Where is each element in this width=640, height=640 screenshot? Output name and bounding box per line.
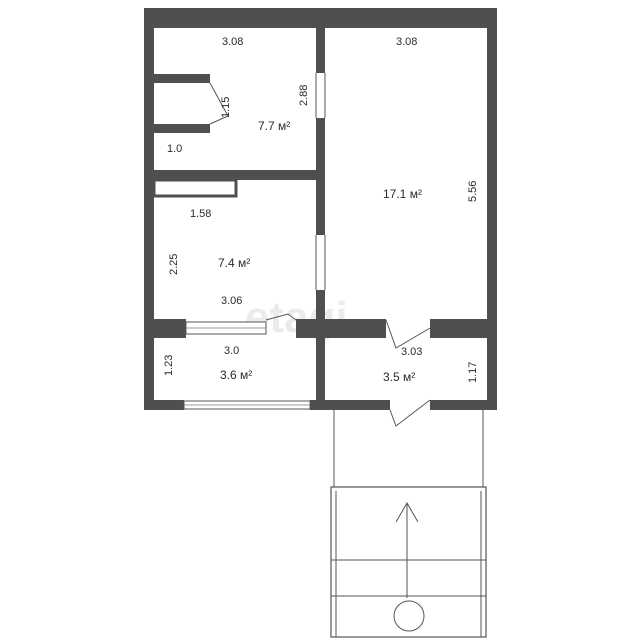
door-entrance xyxy=(389,399,431,427)
area-bottom-left: 3.6 м² xyxy=(220,368,252,382)
wall-right xyxy=(487,8,497,410)
interior-walls xyxy=(152,28,487,410)
wall-center-bottom xyxy=(316,340,325,410)
openings xyxy=(183,73,431,427)
dim-top-left-width: 3.08 xyxy=(222,36,243,48)
wall-horizontal-upper xyxy=(154,170,316,180)
wall-left xyxy=(144,8,154,410)
porch xyxy=(330,410,487,638)
area-middle-left: 7.4 м² xyxy=(218,256,250,270)
room-bottom-left: 3.0 1.23 3.6 м² xyxy=(163,345,252,382)
arrow-head-icon xyxy=(395,502,419,523)
wall-horizontal-lower-b xyxy=(296,319,386,338)
door-middle-left xyxy=(265,313,297,321)
area-large: 17.1 м² xyxy=(383,187,422,201)
stairs-start-circle xyxy=(393,600,425,632)
wall-horizontal-lower-c xyxy=(430,319,487,338)
wall-bottom-left-a xyxy=(144,400,184,410)
wall-center-mid xyxy=(316,118,325,235)
dim-middle-left-width: 1.58 xyxy=(190,208,211,220)
dim-middle-left-height: 2.25 xyxy=(168,254,180,275)
wall-center-upper xyxy=(316,28,325,73)
dim-bottom-left-width: 3.0 xyxy=(224,345,239,357)
door-hall xyxy=(385,319,431,349)
dim-closet: 1.15 xyxy=(220,97,232,118)
dim-large-height: 5.56 xyxy=(467,181,479,202)
stairs xyxy=(330,486,487,638)
dim-top-left-height: 2.88 xyxy=(298,85,310,106)
room-bottom-right: 3.03 1.17 3.5 м² xyxy=(383,346,479,384)
shelf xyxy=(152,178,238,198)
closet-wall-bottom xyxy=(154,124,210,133)
wall-bottom-mid xyxy=(310,400,390,410)
wall-top xyxy=(144,8,497,28)
dim-bottom-right-width: 3.03 xyxy=(401,346,422,358)
dim-bottom-right-height: 1.17 xyxy=(467,362,479,383)
wall-center-lower xyxy=(316,290,325,340)
dim-middle-left-bottom: 3.06 xyxy=(221,295,242,307)
room-middle-left: 1.58 2.25 3.06 7.4 м² xyxy=(168,208,250,307)
wall-horizontal-lower-a xyxy=(154,319,186,338)
wall-bottom-right xyxy=(430,400,497,410)
outer-walls xyxy=(144,8,497,410)
dim-large-width: 3.08 xyxy=(396,36,417,48)
area-bottom-right: 3.5 м² xyxy=(383,370,415,384)
dim-closet-depth: 1.0 xyxy=(167,143,182,155)
closet-door xyxy=(209,82,229,125)
room-large: 3.08 5.56 17.1 м² xyxy=(383,36,479,202)
area-top-left: 7.7 м² xyxy=(258,119,290,133)
room-top-left: 3.08 2.88 1.15 1.0 7.7 м² xyxy=(167,36,310,155)
closet-wall-top xyxy=(154,74,210,83)
dim-bottom-left-height: 1.23 xyxy=(163,355,175,376)
